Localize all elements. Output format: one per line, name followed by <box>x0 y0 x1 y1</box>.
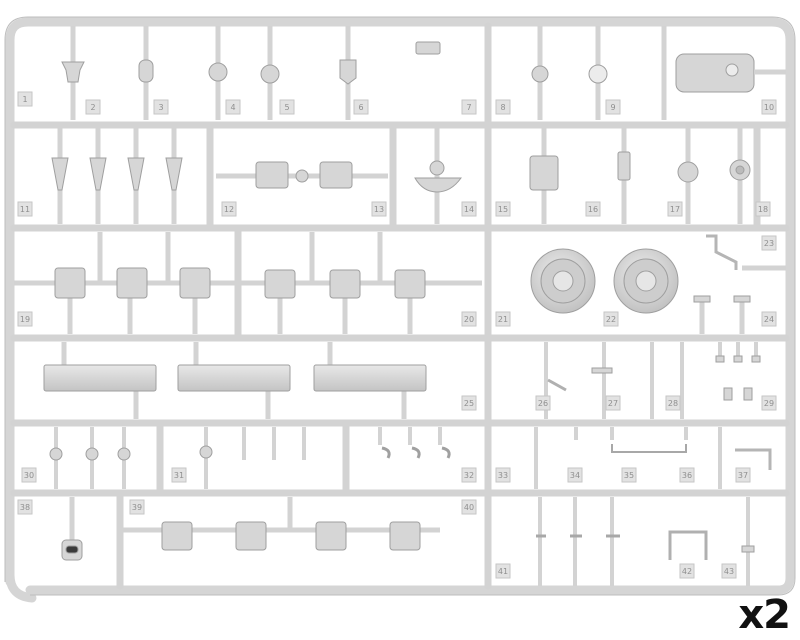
part-number: 33 <box>498 471 508 480</box>
part-number: 28 <box>668 399 678 408</box>
part-number: 25 <box>464 399 474 408</box>
part-number: 42 <box>682 567 692 576</box>
parts-row-2 <box>51 128 751 224</box>
part-number: 29 <box>764 399 774 408</box>
part-number: 40 <box>464 503 474 512</box>
part-number: 31 <box>174 471 184 480</box>
part-number: 3 <box>158 103 163 112</box>
part-number: 43 <box>724 567 734 576</box>
part-number: 6 <box>358 103 363 112</box>
part-number: 35 <box>624 471 634 480</box>
part-number: 18 <box>758 205 768 214</box>
part-number: 32 <box>464 471 474 480</box>
part-number: 4 <box>230 103 235 112</box>
part-number: 8 <box>500 103 505 112</box>
parts-row-5 <box>49 427 772 489</box>
quantity-multiplier-label: x2 <box>738 592 791 638</box>
part-number: 26 <box>538 399 548 408</box>
parts-row-4 <box>43 342 761 419</box>
part-number: 27 <box>608 399 618 408</box>
part-number: 34 <box>570 471 580 480</box>
part-number: 12 <box>224 205 234 214</box>
part-number: 24 <box>764 315 774 324</box>
part-number: 19 <box>20 315 30 324</box>
part-number: 23 <box>764 239 774 248</box>
parts-row-6 <box>61 497 755 586</box>
part-number: 10 <box>764 103 774 112</box>
part-number: 30 <box>24 471 34 480</box>
part-number: 14 <box>464 205 474 214</box>
part-number-tags <box>17 91 777 579</box>
part-number: 38 <box>20 503 30 512</box>
part-number: 15 <box>498 205 508 214</box>
part-number: 22 <box>606 315 616 324</box>
part-number: 21 <box>498 315 508 324</box>
parts-row-3 <box>14 232 786 334</box>
part-number: 16 <box>588 205 598 214</box>
part-number: 11 <box>20 205 30 214</box>
part-number: 7 <box>466 103 471 112</box>
parts-row-1 <box>61 26 786 120</box>
part-number: 13 <box>374 205 384 214</box>
part-number: 36 <box>682 471 692 480</box>
part-number: 17 <box>670 205 680 214</box>
part-number: 37 <box>738 471 748 480</box>
part-number: 5 <box>284 103 289 112</box>
part-number: 39 <box>132 503 142 512</box>
part-number: 1 <box>22 95 27 104</box>
sprue-frame <box>5 17 795 603</box>
part-number: 2 <box>90 103 95 112</box>
part-number: 41 <box>498 567 508 576</box>
part-number: 9 <box>610 103 615 112</box>
runner-grid <box>10 22 790 590</box>
part-number: 20 <box>464 315 474 324</box>
